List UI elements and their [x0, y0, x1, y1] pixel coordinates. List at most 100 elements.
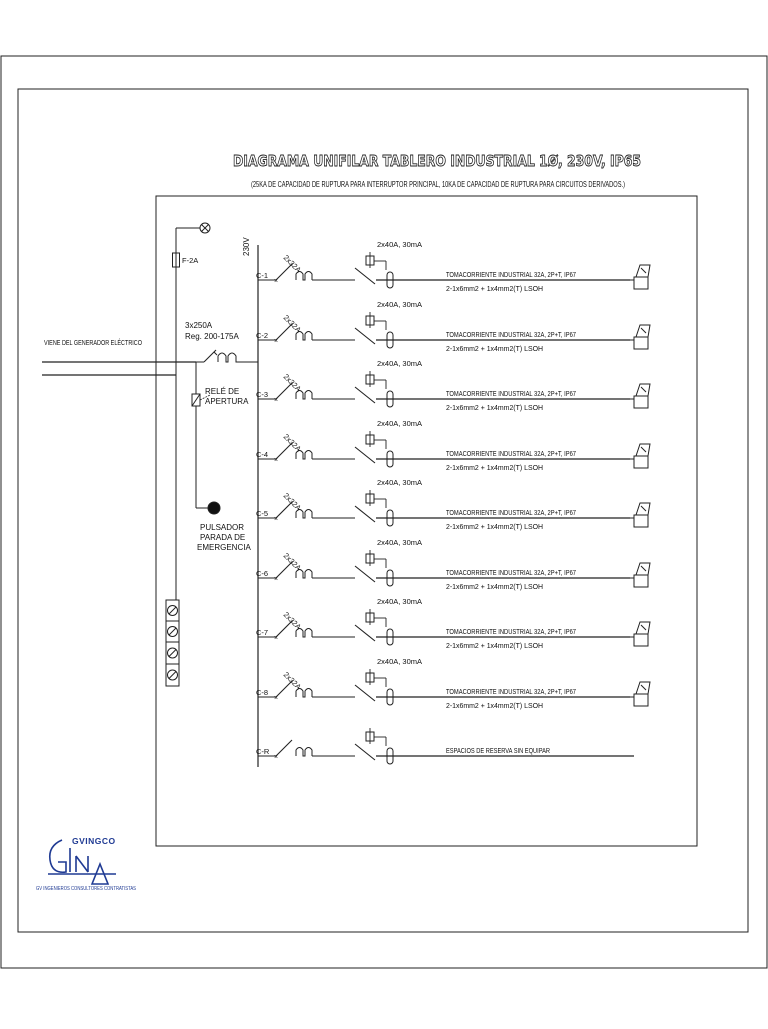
- circuit-cable: 2-1x6mm2 + 1x4mm2(T) LSOH: [446, 641, 543, 650]
- rcd-rating: 2x40A, 30mA: [377, 478, 422, 487]
- main-breaker-regulation: Reg. 200-175A: [185, 332, 239, 341]
- rcd-rating: 2x40A, 30mA: [377, 300, 422, 309]
- circuit-id: C-7: [256, 628, 268, 637]
- breaker-cross: ×: [274, 754, 278, 761]
- circuit-cable: 2-1x6mm2 + 1x4mm2(T) LSOH: [446, 701, 543, 710]
- breaker-cross: ×: [274, 278, 278, 285]
- diagram-title: DIAGRAMA UNIFILAR TABLERO INDUSTRIAL 1Ø,…: [233, 152, 641, 170]
- industrial-socket-icon: [630, 621, 651, 647]
- rcd-contact: [354, 624, 376, 642]
- circuit-id: C-1: [256, 271, 268, 280]
- pilot-lamp-icon: [199, 222, 211, 234]
- relay-diagonal: [191, 393, 201, 407]
- relay-link: [199, 394, 211, 401]
- breaker-cross: ×: [274, 695, 278, 702]
- main-breaker-rating: 3x250A: [185, 321, 213, 330]
- circuit-cable: 2-1x6mm2 + 1x4mm2(T) LSOH: [446, 344, 543, 353]
- emergency-label-2: PARADA DE: [200, 533, 245, 542]
- main-breaker-symbol: [196, 349, 258, 363]
- industrial-socket-icon: [630, 264, 651, 290]
- breaker-contact: [275, 739, 293, 757]
- breaker-contact: [275, 442, 293, 460]
- relay-label-2: APERTURA: [205, 397, 249, 406]
- circuit-cable: 2-1x6mm2 + 1x4mm2(T) LSOH: [446, 403, 543, 412]
- circuit-id: C-6: [256, 569, 268, 578]
- circuit-id: C-4: [256, 450, 268, 459]
- circuit-description: ESPACIOS DE RESERVA SIN EQUIPAR: [446, 746, 550, 755]
- breaker-contact: [275, 680, 293, 698]
- industrial-socket-icon: [630, 502, 651, 528]
- inner-border: [17, 88, 749, 933]
- circuit-c-r: C-R × ESPACIOS DE RESERVA SIN EQUIPAR: [256, 728, 634, 765]
- rcd-contact: [354, 327, 376, 345]
- circuit-description: TOMACORRIENTE INDUSTRIAL 32A, 2P+T, IP67: [446, 389, 576, 398]
- rcd-rating: 2x40A, 30mA: [377, 657, 422, 666]
- rcd-rating: 2x40A, 30mA: [377, 419, 422, 428]
- breaker-cross: ×: [274, 397, 278, 404]
- circuit-description: TOMACORRIENTE INDUSTRIAL 32A, 2P+T, IP67: [446, 508, 576, 517]
- industrial-socket-icon: [630, 324, 651, 350]
- breaker-thermal: [295, 331, 313, 341]
- circuit-cable: 2-1x6mm2 + 1x4mm2(T) LSOH: [446, 522, 543, 531]
- breaker-contact: [275, 263, 293, 281]
- fuse-label: F-2A: [182, 256, 198, 265]
- breaker-thermal: [295, 509, 313, 519]
- circuit-cable: 2-1x6mm2 + 1x4mm2(T) LSOH: [446, 463, 543, 472]
- breaker-thermal: [295, 688, 313, 698]
- circuit-id: C-2: [256, 331, 268, 340]
- circuit-description: TOMACORRIENTE INDUSTRIAL 32A, 2P+T, IP67: [446, 449, 576, 458]
- breaker-contact: [275, 501, 293, 519]
- rcd-contact: [354, 386, 376, 404]
- rcd-contact: [354, 267, 376, 285]
- logo-tagline: GV INGENIEROS CONSULTORES CONTRATISTAS: [36, 886, 137, 892]
- emergency-label-3: EMERGENCIA: [197, 543, 251, 552]
- rcd-rating: 2x40A, 30mA: [377, 359, 422, 368]
- breaker-thermal: [295, 569, 313, 579]
- circuit-description: TOMACORRIENTE INDUSTRIAL 32A, 2P+T, IP67: [446, 330, 576, 339]
- logo-name: GVINGCO: [72, 836, 116, 846]
- breaker-thermal: [295, 271, 313, 281]
- outer-border: [0, 55, 768, 969]
- rcd-contact: [354, 684, 376, 702]
- industrial-socket-icon: [630, 681, 651, 707]
- circuit-id: C-5: [256, 509, 268, 518]
- bus-voltage-label: 230V: [242, 237, 251, 256]
- circuit-id: C-3: [256, 390, 268, 399]
- diagram-subtitle: (25KA DE CAPACIDAD DE RUPTURA PARA INTER…: [251, 180, 625, 189]
- panel-enclosure: [155, 195, 698, 847]
- circuit-description: TOMACORRIENTE INDUSTRIAL 32A, 2P+T, IP67: [446, 687, 576, 696]
- rcd-rating: 2x40A, 30mA: [377, 597, 422, 606]
- breaker-cross: ×: [274, 635, 278, 642]
- breaker-cross: ×: [274, 338, 278, 345]
- source-label: VIENE DEL GENERADOR ELÉCTRICO: [44, 338, 142, 347]
- breaker-thermal: [295, 390, 313, 400]
- circuit-description: TOMACORRIENTE INDUSTRIAL 32A, 2P+T, IP67: [446, 627, 576, 636]
- circuit-id: C-R: [256, 747, 270, 756]
- rcd-rating: 2x40A, 30mA: [377, 240, 422, 249]
- rcd-rating: 2x40A, 30mA: [377, 538, 422, 547]
- circuit-description: TOMACORRIENTE INDUSTRIAL 32A, 2P+T, IP67: [446, 568, 576, 577]
- circuit-description: TOMACORRIENTE INDUSTRIAL 32A, 2P+T, IP67: [446, 270, 576, 279]
- breaker-cross: ×: [274, 576, 278, 583]
- rcd-contact: [354, 743, 376, 761]
- rcd-contact: [354, 446, 376, 464]
- industrial-socket-icon: [630, 443, 651, 469]
- emergency-label-1: PULSADOR: [200, 523, 244, 532]
- logo-mark-icon: [48, 839, 116, 885]
- circuit-cable: 2-1x6mm2 + 1x4mm2(T) LSOH: [446, 284, 543, 293]
- breaker-thermal: [295, 747, 313, 757]
- emergency-button-icon: [207, 501, 221, 515]
- breaker-thermal: [295, 450, 313, 460]
- relay-label: RELÉ DE: [205, 387, 239, 396]
- breaker-cross: ×: [274, 516, 278, 523]
- company-logo: GVINGCO GV INGENIEROS CONSULTORES CONTRA…: [36, 836, 137, 892]
- industrial-socket-icon: [630, 562, 651, 588]
